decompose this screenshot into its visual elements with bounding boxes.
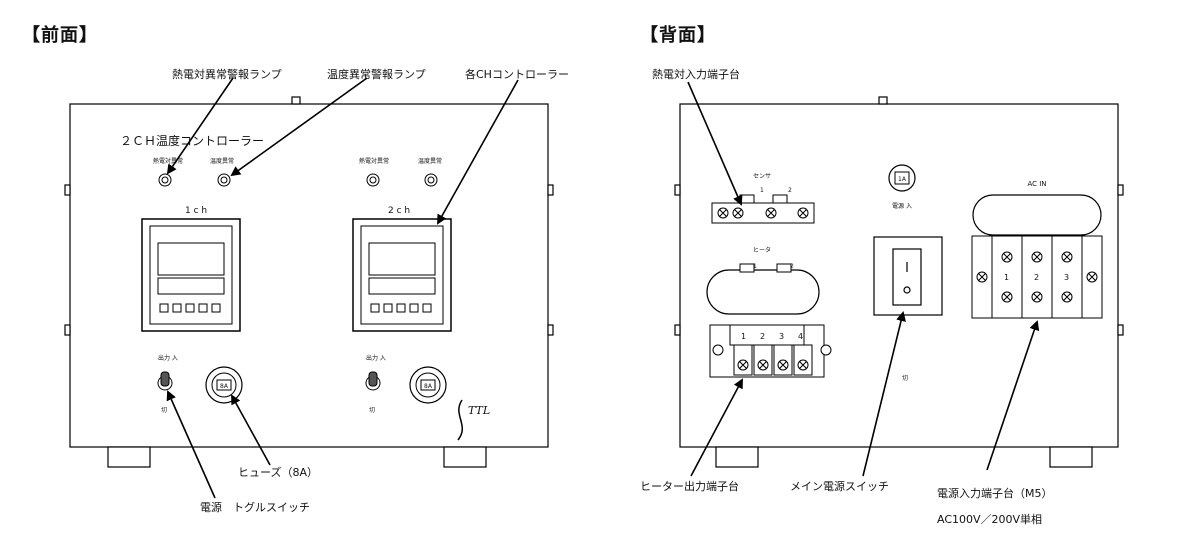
fuse-holder-ch1[interactable]: 8A	[205, 366, 243, 404]
temp-alarm-lamp-ch2	[424, 173, 438, 187]
ac-in-label: AC IN	[1027, 180, 1046, 188]
thermocouple-input-terminal-block	[711, 194, 815, 224]
rear-fuse-rating: 1A	[898, 176, 907, 183]
callout-heater-output: ヒーター出力端子台	[640, 480, 739, 493]
switch-off-label-ch1: 切	[161, 407, 167, 414]
heater-label-2: 2	[790, 263, 794, 270]
rear-fuse-holder[interactable]: 1A	[888, 164, 916, 192]
arrow-thermocouple-alarm-lamp	[166, 77, 234, 175]
callout-thermocouple-input: 熱電対入力端子台	[652, 68, 740, 81]
arrow-power-input	[986, 320, 1040, 471]
controller-ch1-buttons	[159, 303, 221, 313]
callout-each-ch-controller: 各CHコントローラー	[465, 68, 569, 81]
temp-alarm-lamp-ch1	[217, 173, 231, 187]
controller-ch2	[352, 218, 452, 332]
heater-terminal-4: 4	[798, 332, 803, 341]
switch-off-label: 切	[902, 375, 908, 382]
heater-terminal-1: 1	[741, 332, 746, 341]
lamp-label-1: 熱電対異常	[153, 157, 183, 165]
arrow-thermocouple-input	[687, 81, 743, 206]
arrow-temp-alarm-lamp	[230, 77, 368, 177]
ttl-logo: TTL	[457, 399, 490, 441]
switch-on-label-ch1: 出力 入	[158, 354, 178, 362]
fuse-rating-ch1: 8A	[220, 383, 229, 390]
panel-title: ２ＣＨ温度コントローラー	[120, 133, 264, 148]
main-power-switch[interactable]	[873, 236, 943, 316]
callout-thermocouple-alarm-lamp: 熱電対異常警報ランプ	[172, 68, 282, 81]
ch2-label: 2 c h	[388, 206, 410, 216]
sensor-label: センサ	[753, 173, 771, 180]
ac-in-cover	[972, 194, 1102, 236]
ch1-label: 1 c h	[185, 206, 207, 216]
rear-heading: 【背面】	[640, 25, 716, 46]
lamp-label-3: 熱電対異常	[359, 157, 389, 165]
power-input-terminal-block	[971, 235, 1103, 319]
arrow-main-switch	[862, 311, 906, 477]
callout-power-spec: AC100V／200V単相	[937, 513, 1043, 526]
switch-on-label-ch2: 出力 入	[366, 354, 386, 362]
heater-label: ヒータ	[753, 246, 771, 254]
callout-power-toggle: 電源 トグルスイッチ	[200, 501, 310, 514]
front-heading: 【前面】	[22, 25, 98, 46]
sensor-terminal-1: 1	[760, 187, 764, 194]
controller-ch2-buttons	[370, 303, 432, 313]
logo-text: TTL	[468, 404, 490, 417]
thermocouple-alarm-lamp-ch2	[366, 173, 380, 187]
ac-terminal-1: 1	[1004, 273, 1009, 282]
heater-output-terminal-block	[709, 324, 832, 378]
lamp-label-4: 温度異常	[418, 157, 442, 165]
ac-terminal-3: 3	[1064, 273, 1069, 282]
callout-power-input: 電源入力端子台（M5）	[937, 487, 1053, 500]
ac-terminal-2: 2	[1034, 273, 1039, 282]
arrow-fuse	[231, 394, 271, 466]
power-toggle-switch-ch2[interactable]	[365, 371, 381, 391]
switch-off-label-ch2: 切	[369, 407, 375, 414]
heater-cover	[706, 269, 820, 315]
arrow-power-toggle	[166, 390, 216, 499]
sensor-terminal-2: 2	[788, 187, 792, 194]
thermocouple-alarm-lamp-ch1	[158, 173, 172, 187]
arrow-heater-output	[690, 378, 743, 477]
lamp-label-2: 温度異常	[210, 157, 234, 165]
heater-terminal-2: 2	[760, 332, 765, 341]
callout-main-switch: メイン電源スイッチ	[790, 480, 889, 493]
callout-temp-alarm-lamp: 温度異常警報ランプ	[327, 68, 426, 81]
fuse-rating-ch2: 8A	[424, 383, 433, 390]
heater-terminal-3: 3	[779, 332, 784, 341]
controller-ch1	[141, 218, 241, 332]
front-panel-text: ２ＣＨ温度コントローラー 1 c h 2 c h 熱電対異常 温度異常 熱電対異…	[120, 133, 442, 216]
heater-label-1: 1	[753, 263, 757, 270]
callout-fuse: ヒューズ（8A）	[238, 466, 318, 479]
power-label: 電源 入	[892, 202, 912, 210]
fuse-holder-ch2[interactable]: 8A	[409, 366, 447, 404]
arrow-each-ch-controller	[437, 79, 519, 225]
power-toggle-switch-ch1[interactable]	[157, 371, 173, 391]
